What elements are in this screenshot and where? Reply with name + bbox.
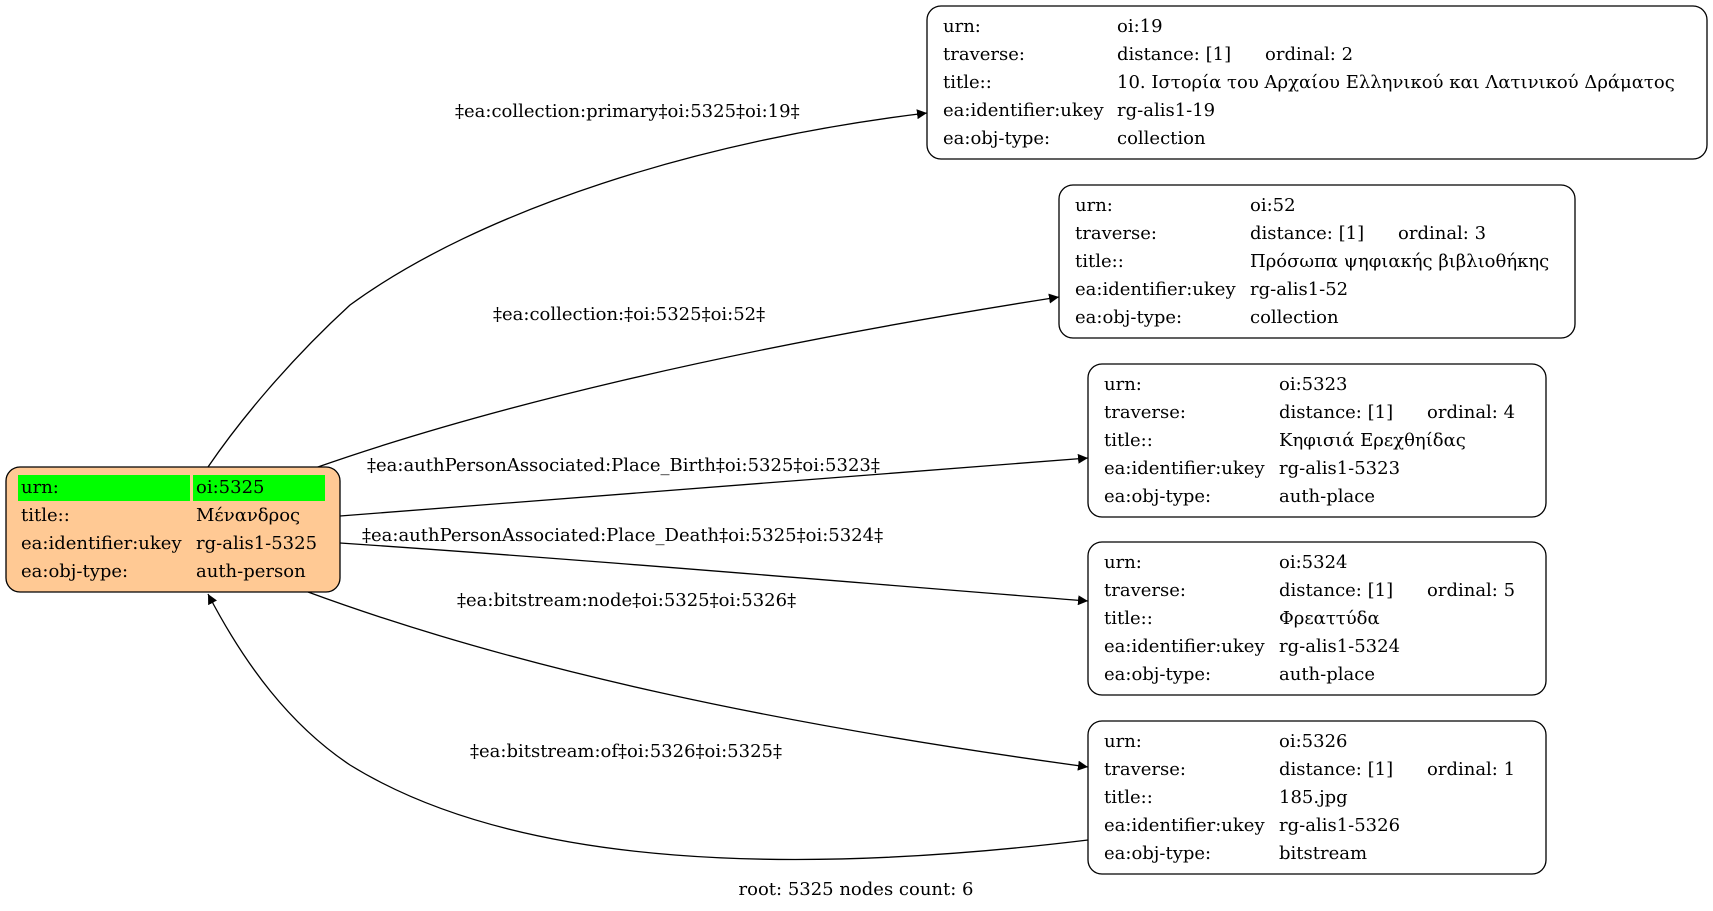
node-ukey-value: rg-alis1-5324 (1279, 636, 1400, 657)
node-type-key: ea:obj-type: (943, 128, 1050, 149)
node-type-key: ea:obj-type: (1104, 664, 1211, 685)
node-title-key: title:: (1104, 787, 1153, 808)
node-ukey-key: ea:identifier:ukey (1104, 815, 1265, 836)
node-oi-5323[interactable]: urn: oi:5323 traverse: distance: [1] ord… (1087, 363, 1547, 518)
node-ukey-value: rg-alis1-19 (1117, 100, 1215, 121)
node-title-value: 10. Ιστορία του Αρχαίου Ελληνικού και Λα… (1117, 72, 1675, 93)
root-title-key: title:: (21, 505, 70, 526)
edge-label-place-death: ‡ea:authPersonAssociated:Place_Death‡oi:… (362, 525, 883, 546)
edge-label-bitstream-of: ‡ea:bitstream:of‡oi:5326‡oi:5325‡ (470, 741, 782, 762)
edge-collection[interactable] (314, 293, 1060, 469)
root-urn-key: urn: (21, 477, 59, 498)
node-type-key: ea:obj-type: (1075, 307, 1182, 328)
node-type-value: collection (1250, 307, 1339, 328)
graph-footer: root: 5325 nodes count: 6 (739, 879, 974, 900)
node-type-value: bitstream (1279, 843, 1367, 864)
node-urn-value: oi:5323 (1279, 374, 1347, 395)
node-ukey-key: ea:identifier:ukey (943, 100, 1104, 121)
node-distance: distance: [1] (1279, 580, 1393, 601)
node-traverse-key: traverse: (1104, 759, 1186, 780)
node-oi-5326[interactable]: urn: oi:5326 traverse: distance: [1] ord… (1087, 720, 1547, 875)
node-distance: distance: [1] (1250, 223, 1364, 244)
node-urn-key: urn: (1104, 374, 1142, 395)
node-ordinal: ordinal: 5 (1427, 580, 1515, 601)
node-urn-key: urn: (1104, 552, 1142, 573)
edge-collection-primary[interactable] (207, 109, 928, 468)
node-distance: distance: [1] (1279, 759, 1393, 780)
root-title-value: Μένανδρος (196, 505, 300, 526)
node-urn-value: oi:19 (1117, 16, 1163, 37)
root-type-key: ea:obj-type: (21, 561, 128, 582)
edge-bitstream-node[interactable] (307, 591, 1089, 771)
node-title-key: title:: (943, 72, 992, 93)
node-oi-19[interactable]: urn: oi:19 traverse: distance: [1] ordin… (926, 5, 1708, 160)
node-box (1087, 363, 1547, 518)
node-title-value: 185.jpg (1279, 787, 1348, 808)
node-distance: distance: [1] (1279, 402, 1393, 423)
node-box (926, 5, 1708, 160)
root-urn-value: oi:5325 (196, 477, 264, 498)
root-node[interactable]: urn: oi:5325 title:: Μένανδρος ea:identi… (5, 466, 341, 593)
node-type-value: collection (1117, 128, 1206, 149)
node-ordinal: ordinal: 3 (1398, 223, 1486, 244)
node-traverse-key: traverse: (943, 44, 1025, 65)
node-traverse-key: traverse: (1075, 223, 1157, 244)
edge-label-collection: ‡ea:collection:‡oi:5325‡oi:52‡ (493, 304, 765, 325)
node-title-key: title:: (1104, 430, 1153, 451)
node-title-value: Πρόσωπα ψηφιακής βιβλιοθήκης (1250, 251, 1549, 272)
node-ukey-key: ea:identifier:ukey (1104, 458, 1265, 479)
node-traverse-key: traverse: (1104, 580, 1186, 601)
node-ordinal: ordinal: 1 (1427, 759, 1515, 780)
node-ordinal: ordinal: 2 (1265, 44, 1353, 65)
node-title-key: title:: (1104, 608, 1153, 629)
node-ukey-value: rg-alis1-5323 (1279, 458, 1400, 479)
node-title-value: Φρεαττύδα (1279, 608, 1380, 629)
node-urn-key: urn: (1075, 195, 1113, 216)
node-ukey-value: rg-alis1-52 (1250, 279, 1348, 300)
edge-label-place-birth: ‡ea:authPersonAssociated:Place_Birth‡oi:… (367, 455, 880, 476)
urn-value-highlight (193, 475, 325, 501)
edge-bitstream-of[interactable] (207, 593, 1089, 861)
root-type-value: auth-person (196, 561, 306, 582)
urn-key-highlight (18, 475, 190, 501)
node-title-value: Κηφισιά Ερεχθηίδας (1279, 430, 1466, 451)
node-box (1087, 720, 1547, 875)
node-urn-key: urn: (943, 16, 981, 37)
node-ukey-key: ea:identifier:ukey (1075, 279, 1236, 300)
node-urn-value: oi:52 (1250, 195, 1296, 216)
node-box (1087, 541, 1547, 696)
node-type-key: ea:obj-type: (1104, 843, 1211, 864)
node-title-key: title:: (1075, 251, 1124, 272)
node-distance: distance: [1] (1117, 44, 1231, 65)
edge-place-death[interactable] (339, 542, 1089, 606)
node-type-value: auth-place (1279, 664, 1375, 685)
node-urn-key: urn: (1104, 731, 1142, 752)
edge-label-collection-primary: ‡ea:collection:primary‡oi:5325‡oi:19‡ (455, 101, 800, 122)
node-urn-value: oi:5324 (1279, 552, 1347, 573)
root-ukey-key: ea:identifier:ukey (21, 533, 182, 554)
edge-label-bitstream-node: ‡ea:bitstream:node‡oi:5325‡oi:5326‡ (457, 590, 796, 611)
node-type-value: auth-place (1279, 486, 1375, 507)
node-traverse-key: traverse: (1104, 402, 1186, 423)
node-urn-value: oi:5326 (1279, 731, 1347, 752)
node-ukey-value: rg-alis1-5326 (1279, 815, 1400, 836)
node-ukey-key: ea:identifier:ukey (1104, 636, 1265, 657)
root-ukey-value: rg-alis1-5325 (196, 533, 317, 554)
node-type-key: ea:obj-type: (1104, 486, 1211, 507)
node-box (1058, 184, 1576, 339)
node-ordinal: ordinal: 4 (1427, 402, 1515, 423)
node-oi-52[interactable]: urn: oi:52 traverse: distance: [1] ordin… (1058, 184, 1576, 339)
node-oi-5324[interactable]: urn: oi:5324 traverse: distance: [1] ord… (1087, 541, 1547, 696)
